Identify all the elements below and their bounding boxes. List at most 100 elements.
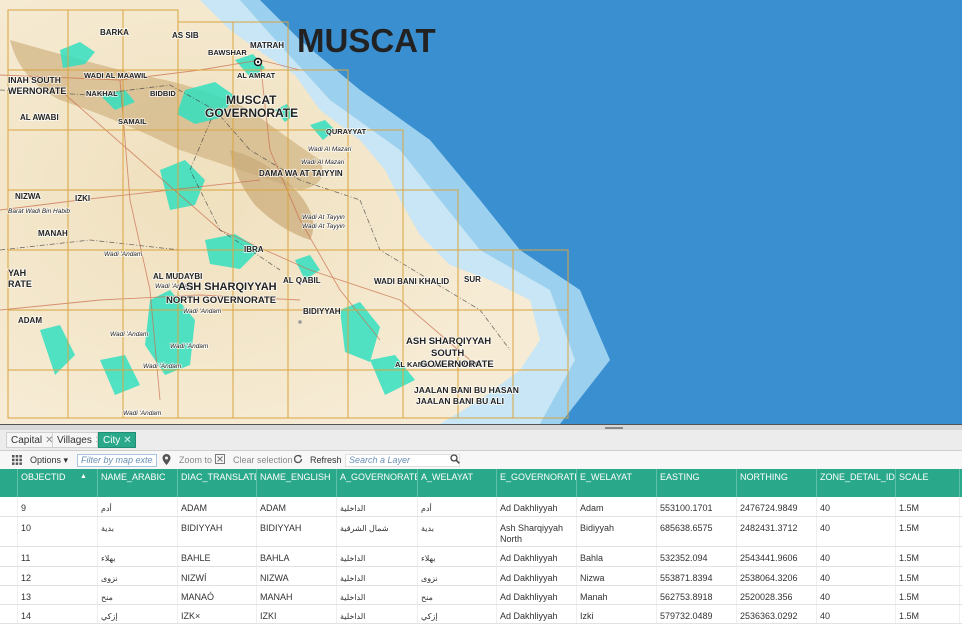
cell-value: Ad Dakhliyyah xyxy=(500,503,558,513)
column-header-label: E_GOVERNORATE xyxy=(500,472,577,482)
cell-value: أدم xyxy=(421,504,432,513)
column-header-northing[interactable]: NORTHING xyxy=(737,469,817,497)
column-header-label: SCALE xyxy=(899,472,929,482)
column-header-label: NORTHING xyxy=(740,472,788,482)
row-gutter[interactable] xyxy=(0,605,18,623)
table-cell-a-welayat: أدم xyxy=(418,497,497,516)
tab-city[interactable]: City✕ xyxy=(98,432,136,448)
search-icon[interactable] xyxy=(450,454,460,467)
map-sheet-cell[interactable] xyxy=(512,369,569,419)
tab-capital[interactable]: Capital✕ xyxy=(6,432,53,448)
place-label: ASH SHARQIYYAH xyxy=(178,281,277,293)
cell-value: الداخلية xyxy=(340,554,366,563)
tab-villages[interactable]: Villages✕ xyxy=(52,432,98,448)
table-cell-e-welayat: Bidiyyah xyxy=(577,517,657,546)
layer-tabs: Capital✕ Villages✕ City✕ xyxy=(0,430,962,451)
filter-extent-input[interactable] xyxy=(77,454,157,467)
refresh-button[interactable]: Refresh xyxy=(310,455,342,465)
row-gutter[interactable] xyxy=(0,497,18,516)
cell-value: 9 xyxy=(21,503,27,513)
column-header-a-governorate[interactable]: A_GOVERNORATE xyxy=(337,469,418,497)
options-button[interactable]: Options ▾ xyxy=(30,454,68,467)
cell-value: 40 xyxy=(820,523,831,533)
column-header-scale[interactable]: SCALE xyxy=(896,469,960,497)
cell-value: MANAH xyxy=(260,592,293,602)
place-label: AL QABIL xyxy=(283,276,321,285)
table-cell-diac-translate: ADAM xyxy=(178,497,257,516)
column-header-label: NAME_ARABIC xyxy=(101,472,166,482)
table-cell-a-welayat: نزوى xyxy=(418,567,497,585)
row-gutter[interactable] xyxy=(0,547,18,566)
zoom-to-button[interactable]: Zoom to xyxy=(179,455,213,465)
tab-label: City xyxy=(103,435,121,446)
cell-value: IZK× xyxy=(181,611,201,621)
table-cell-name-arabic: منح xyxy=(98,586,178,604)
column-header-name-english[interactable]: NAME_ENGLISH xyxy=(257,469,337,497)
cell-value: 562753.8918 xyxy=(660,592,713,602)
column-header-e-welayat[interactable]: E_WELAYAT xyxy=(577,469,657,497)
cell-value: بدية xyxy=(421,524,434,533)
cell-value: الداخلية xyxy=(340,593,366,602)
column-header-objectid[interactable]: OBJECTID▲ xyxy=(18,469,98,497)
table-cell-scale: 1.5M xyxy=(896,567,960,585)
cell-value: Manah xyxy=(580,592,608,602)
cell-value: بهلاء xyxy=(421,554,436,563)
city-marker[interactable] xyxy=(298,320,302,324)
table-cell-e-welayat: Adam xyxy=(577,497,657,516)
table-cell-easting: 532352.094 xyxy=(657,547,737,566)
place-label: AL KAMIL WA AL WAFI xyxy=(395,360,477,369)
cell-value: Nizwa xyxy=(580,573,605,583)
column-header-diac-translate[interactable]: DIAC_TRANSLATE xyxy=(178,469,257,497)
row-gutter[interactable] xyxy=(0,517,18,546)
map-pin-icon[interactable] xyxy=(162,454,172,467)
place-label: DAMA WA AT TAIYYIN xyxy=(259,169,343,178)
refresh-icon[interactable] xyxy=(293,454,303,467)
close-icon[interactable]: ✕ xyxy=(95,435,97,446)
column-header-label: A_GOVERNORATE xyxy=(340,472,418,482)
table-cell-easting: 553871.8394 xyxy=(657,567,737,585)
row-gutter[interactable] xyxy=(0,567,18,585)
cell-value: ADAM xyxy=(260,503,287,513)
search-layer-input[interactable] xyxy=(345,454,460,467)
table-cell-diac-translate: NIZWÍ xyxy=(178,567,257,585)
column-header-easting[interactable]: EASTING xyxy=(657,469,737,497)
clear-selection-icon[interactable] xyxy=(215,454,225,467)
sort-ascending-icon[interactable]: ▲ xyxy=(80,473,87,480)
table-cell-northing: 2476724.9849 xyxy=(737,497,817,516)
column-header-e-governorate[interactable]: E_GOVERNORATE xyxy=(497,469,577,497)
cell-value: 13 xyxy=(21,592,32,602)
column-header-a-welayat[interactable]: A_WELAYAT xyxy=(418,469,497,497)
row-gutter[interactable] xyxy=(0,586,18,604)
place-label: GOVERNORATE xyxy=(205,106,298,120)
close-icon[interactable]: ✕ xyxy=(123,435,132,446)
cell-value: 10 xyxy=(21,523,32,533)
cell-value: BAHLA xyxy=(260,553,290,563)
column-header-label: DIAC_TRANSLATE xyxy=(181,472,257,482)
cell-value: 1.5M xyxy=(899,503,920,513)
column-header-name-arabic[interactable]: NAME_ARABIC xyxy=(98,469,178,497)
table-cell-northing: 2520028.356 xyxy=(737,586,817,604)
table-cell-easting: 562753.8918 xyxy=(657,586,737,604)
table-cell-diac-translate: IZK× xyxy=(178,605,257,623)
table-cell-diac-translate: MANAÓ xyxy=(178,586,257,604)
panel-splitter[interactable] xyxy=(0,424,962,431)
column-header-label: EASTING xyxy=(660,472,700,482)
cell-value: NIZWA xyxy=(260,573,289,583)
table-cell-northing: 2543441.9606 xyxy=(737,547,817,566)
grid-icon[interactable] xyxy=(12,454,24,467)
column-header-zone-detail-id[interactable]: ZONE_DETAIL_ID xyxy=(817,469,896,497)
splitter-grip[interactable] xyxy=(605,427,623,429)
place-label: SUR xyxy=(464,275,481,284)
close-icon[interactable]: ✕ xyxy=(45,435,53,446)
table-cell-northing: 2538064.3206 xyxy=(737,567,817,585)
clear-selection-button[interactable]: Clear selection xyxy=(233,455,293,465)
place-label: BIDBID xyxy=(150,89,176,98)
